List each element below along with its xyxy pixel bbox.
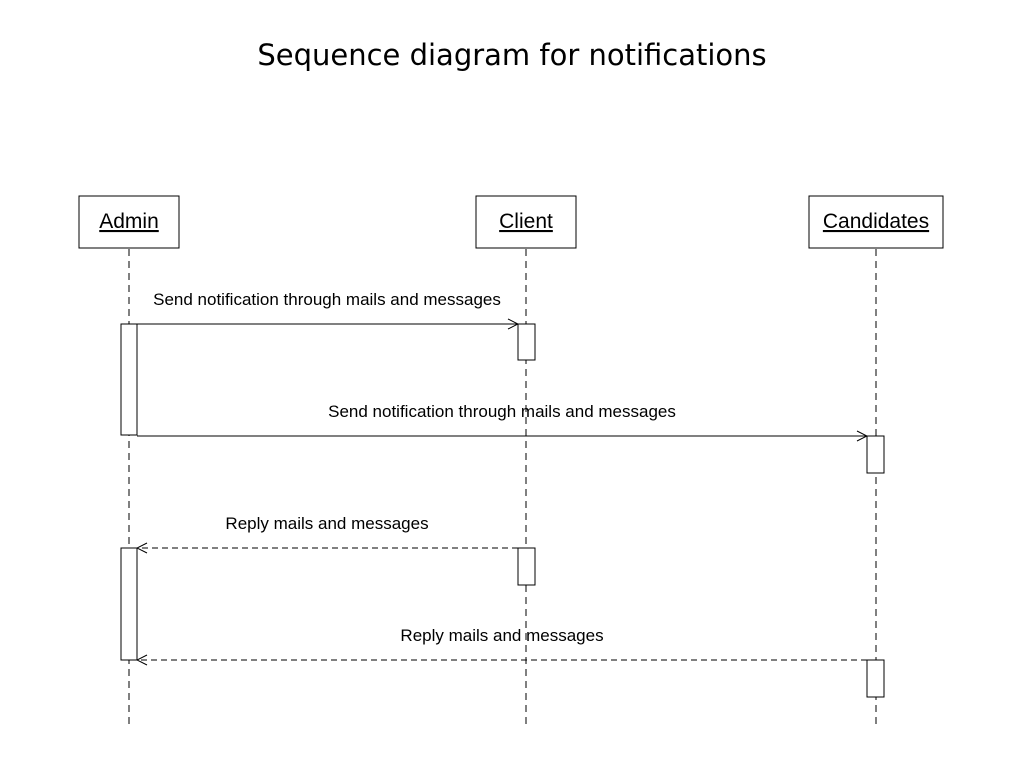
actor-client: Client — [475, 195, 577, 249]
activation-client-receive — [517, 323, 536, 361]
activation-client-reply — [517, 547, 536, 586]
actor-admin-label: Admin — [99, 210, 159, 233]
message-label-4: Reply mails and messages — [400, 626, 603, 645]
actor-admin: Admin — [78, 195, 180, 249]
page-title: Sequence diagram for notifications — [257, 38, 767, 72]
actor-candidates-label: Candidates — [823, 210, 929, 233]
activation-candidates-reply — [866, 659, 885, 698]
message-label-2: Send notification through mails and mess… — [328, 402, 676, 421]
actor-client-label: Client — [499, 210, 553, 233]
activation-admin-send — [120, 323, 138, 436]
message-label-1: Send notification through mails and mess… — [153, 290, 501, 309]
activation-admin-reply — [120, 547, 138, 661]
actor-candidates: Candidates — [808, 195, 944, 249]
message-label-3: Reply mails and messages — [225, 514, 428, 533]
activation-candidates-receive — [866, 435, 885, 474]
